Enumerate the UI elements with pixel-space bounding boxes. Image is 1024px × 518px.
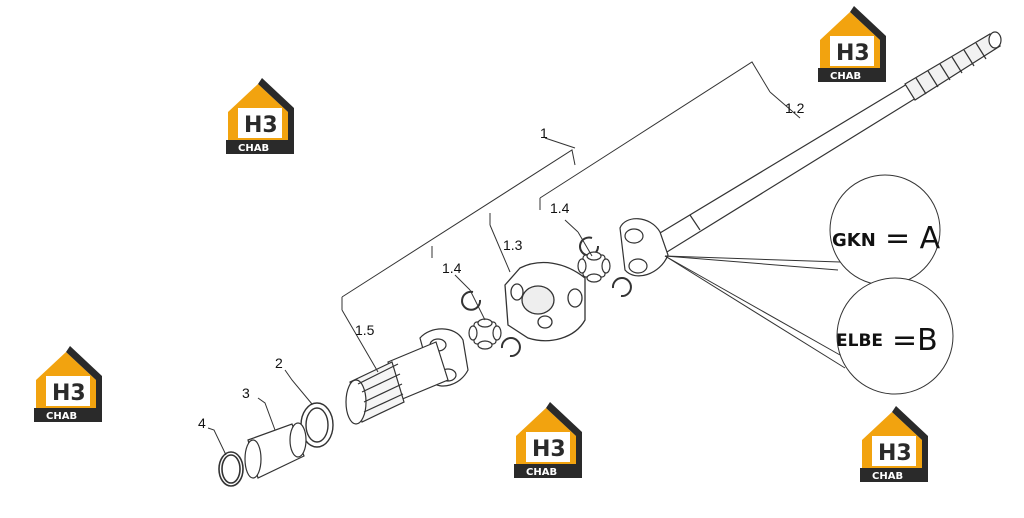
shaft-1-2 — [654, 31, 1002, 253]
label-part-1-5: 1.5 — [355, 322, 375, 338]
callout-gkn-brand: GKN — [832, 230, 876, 251]
cross-spider-mid — [468, 318, 502, 350]
callout-gkn-eq: = A — [885, 221, 941, 256]
cross-spider-top — [577, 251, 611, 283]
label-part-4: 4 — [198, 415, 206, 431]
snap-ring-mid-a — [461, 290, 482, 311]
watermark-logo-top-right: H3 CHAB — [818, 6, 886, 82]
label-part-1-2: 1.2 — [785, 100, 805, 116]
snap-ring-top-b — [611, 277, 632, 298]
logo-letters: H3 — [52, 381, 86, 406]
watermark-logo-upper-left: H3 CHAB — [226, 78, 294, 154]
watermark-logo-bottom-center: H3 CHAB — [514, 402, 582, 478]
callout-gkn: GKN = A — [829, 174, 941, 286]
label-part-1-4-mid: 1.4 — [442, 260, 462, 276]
logo-name: CHAB — [830, 71, 861, 82]
logo-name: CHAB — [872, 471, 903, 482]
leader-lines — [207, 61, 846, 456]
logo-letters: H3 — [244, 113, 278, 138]
logo-letters: H3 — [878, 441, 912, 466]
stub-shaft-1-5 — [345, 328, 469, 425]
callout-elbe: ELBE =B — [836, 277, 954, 395]
logo-name: CHAB — [46, 411, 77, 422]
callout-elbe-brand: ELBE — [836, 331, 883, 351]
part-labels: 1 1.2 1.3 1.4 1.4 1.5 2 3 4 — [198, 100, 805, 431]
shaft-yoke — [619, 218, 669, 277]
label-part-1-3: 1.3 — [503, 237, 523, 253]
ring-4 — [218, 451, 244, 487]
center-housing-1-3 — [504, 261, 586, 342]
logo-letters: H3 — [532, 437, 566, 462]
logo-name: CHAB — [526, 467, 557, 478]
callout-elbe-eq: =B — [892, 323, 938, 358]
label-part-1: 1 — [540, 125, 548, 141]
logo-letters: H3 — [836, 41, 870, 66]
snap-ring-mid-b — [500, 337, 521, 358]
watermark-logo-left: H3 CHAB — [34, 346, 102, 422]
washer-2 — [300, 402, 334, 448]
label-part-1-4-top: 1.4 — [550, 200, 570, 216]
label-part-2: 2 — [275, 355, 283, 371]
watermark-logo-bottom-right: H3 CHAB — [860, 406, 928, 482]
sleeve-3 — [244, 422, 307, 479]
logo-name: CHAB — [238, 143, 269, 154]
label-part-3: 3 — [242, 385, 250, 401]
